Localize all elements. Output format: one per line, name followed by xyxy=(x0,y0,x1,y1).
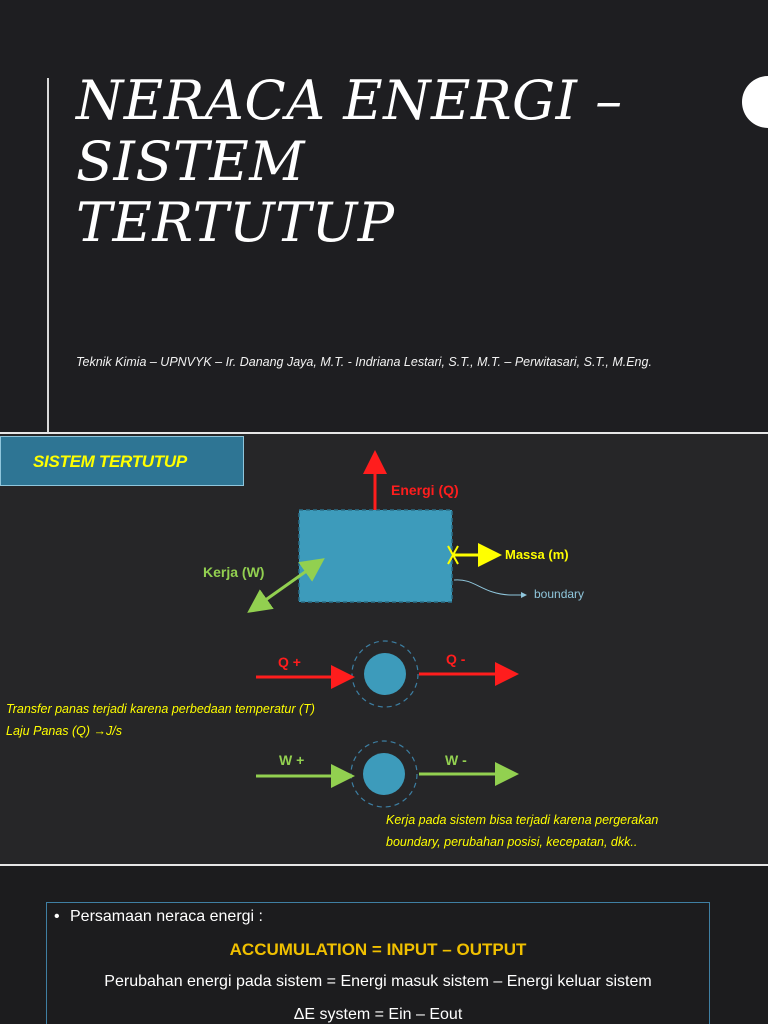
closed-system-slide: SISTEM TERTUTUP Energi (Q) Massa (m) Ker… xyxy=(0,434,768,864)
work-system xyxy=(363,753,405,795)
q-plus-label: Q + xyxy=(278,654,301,670)
slide-title: NERACA ENERGI – SISTEM TERTUTUP xyxy=(76,70,716,253)
title-line-2: SISTEM xyxy=(76,130,306,193)
title-slide: NERACA ENERGI – SISTEM TERTUTUP Teknik K… xyxy=(0,0,768,432)
heat-note-line-2: Laju Panas (Q) →J/s xyxy=(6,724,123,738)
equation-in-words: Perubahan energi pada sistem = Energi ma… xyxy=(104,973,652,990)
boundary-pointer xyxy=(453,579,527,598)
closed-system-diagram xyxy=(247,450,527,808)
vertical-accent-line xyxy=(47,78,49,432)
section-heading-box: SISTEM TERTUTUP xyxy=(0,436,244,486)
accumulation-equation: ACCUMULATION = INPUT – OUTPUT xyxy=(229,940,527,959)
equation-box xyxy=(46,902,710,1024)
work-note-line-1: Kerja pada sistem bisa terjadi karena pe… xyxy=(386,813,659,827)
q-minus-label: Q - xyxy=(446,651,466,667)
section-heading: SISTEM TERTUTUP xyxy=(33,452,187,471)
boundary-label: boundary xyxy=(534,587,585,601)
slide-divider xyxy=(0,432,768,434)
decorative-circle xyxy=(742,76,768,128)
work-arrow xyxy=(247,558,325,613)
slide-divider xyxy=(0,864,768,866)
work-note-line-2: boundary, perubahan posisi, kecepatan, d… xyxy=(386,835,638,849)
title-line-1: NERACA ENERGI – xyxy=(76,69,623,132)
right-arrow-icon: → xyxy=(93,724,107,738)
w-plus-label: W + xyxy=(279,752,305,768)
w-minus-label: W - xyxy=(445,752,467,768)
energy-balance-slide: • Persamaan neraca energi : ACCUMULATION… xyxy=(0,866,768,1024)
slide-subtitle: Teknik Kimia – UPNVYK – Ir. Danang Jaya,… xyxy=(76,355,652,369)
mass-label: Massa (m) xyxy=(505,547,569,562)
symbolic-equation: ΔE system = Ein – Eout xyxy=(293,1006,463,1023)
system-box xyxy=(298,509,453,603)
bullet-icon: • xyxy=(54,908,60,925)
heat-system xyxy=(364,653,406,695)
title-line-3: TERTUTUP xyxy=(76,191,395,254)
work-label: Kerja (W) xyxy=(203,564,265,580)
equation-intro: Persamaan neraca energi : xyxy=(70,908,263,925)
energy-label: Energi (Q) xyxy=(391,482,459,498)
heat-note-line-1: Transfer panas terjadi karena perbedaan … xyxy=(6,702,315,716)
